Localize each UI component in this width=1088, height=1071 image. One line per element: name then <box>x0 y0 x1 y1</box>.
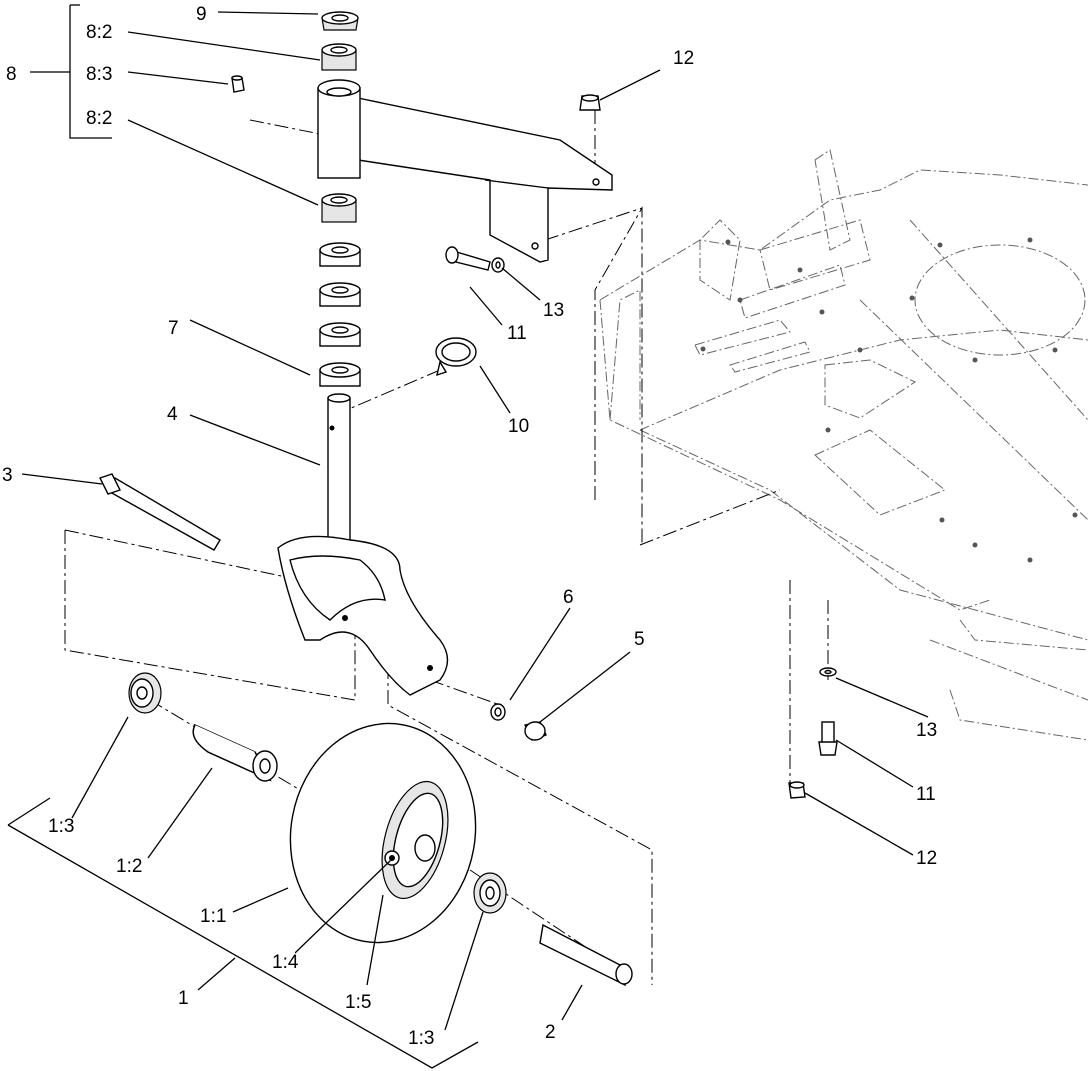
mower-deck-outline <box>599 149 1088 741</box>
callout-10: 10 <box>508 416 529 437</box>
bolt-11-upper <box>445 246 491 271</box>
callout-1-4: 1:4 <box>272 952 299 973</box>
callout-2: 2 <box>545 1022 556 1043</box>
nut-12-lower <box>788 781 806 799</box>
wheel-sleeve-left <box>192 723 278 782</box>
callout-7: 7 <box>168 318 179 339</box>
callout-8: 8 <box>6 64 17 85</box>
callout-12-lower: 12 <box>916 848 937 869</box>
callout-13-upper: 13 <box>543 300 564 321</box>
bushing-upper <box>321 43 357 71</box>
caster-arm <box>357 97 613 263</box>
callout-8-3: 8:3 <box>86 64 112 85</box>
leader-lines <box>7 4 929 1069</box>
callout-3: 3 <box>2 465 13 486</box>
callout-labels: 9 8:2 8 8:3 8:2 12 13 11 7 10 4 3 6 5 13… <box>2 4 937 1049</box>
callout-9: 9 <box>196 4 207 25</box>
washer-13-upper <box>491 257 505 273</box>
washer-13-lower <box>819 667 837 677</box>
spacer-stack <box>319 242 361 387</box>
axle-sleeve-2 <box>539 923 633 987</box>
callout-1-3-right: 1:3 <box>408 1028 434 1049</box>
callout-6: 6 <box>563 587 574 608</box>
bolt-11-lower <box>818 721 838 756</box>
callout-4: 4 <box>167 404 178 425</box>
nut-12-upper <box>579 94 601 111</box>
grease-fitting <box>231 75 245 93</box>
wheel-assembly <box>289 722 477 944</box>
callout-5: 5 <box>634 629 645 650</box>
callout-11-lower: 11 <box>916 784 936 805</box>
callout-1-5: 1:5 <box>345 992 371 1013</box>
cap-9 <box>321 11 359 31</box>
callout-13-lower: 13 <box>916 720 937 741</box>
nut-5 <box>523 721 547 741</box>
callout-11-upper: 11 <box>507 323 527 344</box>
callout-1-1: 1:1 <box>200 906 226 927</box>
callout-8-2-lower: 8:2 <box>86 108 112 129</box>
pin-10 <box>435 337 477 377</box>
caster-tube <box>317 79 361 179</box>
callout-1: 1 <box>178 988 189 1009</box>
washer-6 <box>490 703 506 721</box>
wheel-spacer-left <box>128 672 162 714</box>
bushing-lower <box>321 193 357 223</box>
wheel-spacer-right <box>473 872 507 914</box>
callout-12-upper: 12 <box>673 48 694 69</box>
callout-8-2-upper: 8:2 <box>86 22 112 43</box>
caster-fork <box>277 393 449 696</box>
callout-1-2: 1:2 <box>116 856 142 877</box>
bolt-3 <box>99 473 221 551</box>
callout-1-3-left: 1:3 <box>48 816 74 837</box>
